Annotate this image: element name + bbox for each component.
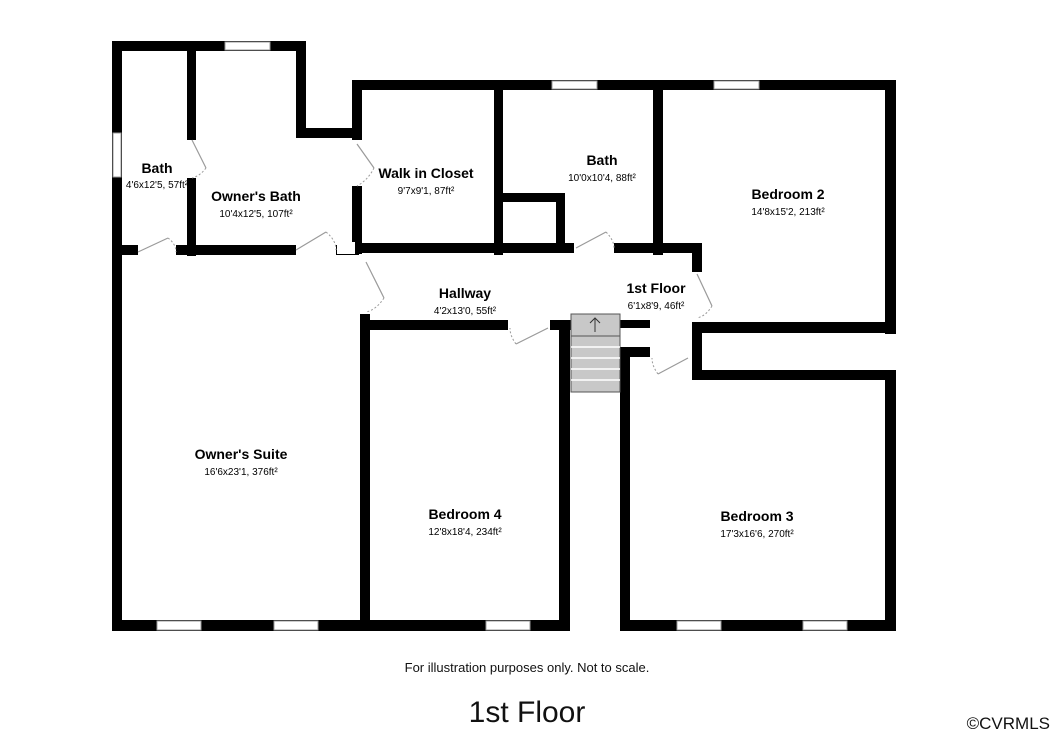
arrow-up-icon xyxy=(589,317,601,332)
door xyxy=(696,273,713,307)
door-swing xyxy=(605,231,615,249)
room-hallway-name: Hallway xyxy=(439,285,491,301)
door-gap xyxy=(650,346,692,358)
wall xyxy=(556,193,565,251)
wall xyxy=(112,41,122,631)
wall xyxy=(296,41,306,136)
door-swing xyxy=(365,297,385,313)
door xyxy=(137,237,169,253)
walls xyxy=(112,41,896,631)
room-1st-floor-name: 1st Floor xyxy=(626,280,686,296)
stairs xyxy=(570,313,621,393)
door-swing xyxy=(509,327,517,345)
door xyxy=(575,231,607,249)
wall xyxy=(352,243,702,253)
wall xyxy=(620,620,896,631)
wall xyxy=(692,322,896,333)
room-walk-in-closet-name: Walk in Closet xyxy=(378,165,474,181)
stairs-run xyxy=(570,335,621,393)
door-swing xyxy=(696,305,713,319)
wall xyxy=(620,347,650,357)
door-gap xyxy=(691,272,703,322)
room-owners-bath-dims: 10'4x12'5, 107ft² xyxy=(219,209,293,220)
room-owners-bath-name: Owner's Bath xyxy=(211,188,301,204)
floor-title: 1st Floor xyxy=(468,696,586,729)
door xyxy=(657,357,689,375)
window xyxy=(551,80,598,90)
wall xyxy=(296,128,360,138)
door xyxy=(356,143,375,169)
door-gap xyxy=(351,140,363,186)
doors xyxy=(137,139,713,375)
window xyxy=(802,620,848,631)
door-gap xyxy=(359,254,372,314)
room-bedroom-2-name: Bedroom 2 xyxy=(751,186,824,202)
window xyxy=(713,80,760,90)
door xyxy=(515,327,549,345)
door-swing xyxy=(356,167,375,187)
room-owners-suite-dims: 16'6x23'1, 376ft² xyxy=(204,467,278,478)
door-gap xyxy=(574,242,614,254)
door-gap xyxy=(337,242,355,254)
room-bath-middle-name: Bath xyxy=(586,152,617,168)
wall xyxy=(112,245,362,255)
wall xyxy=(620,320,650,328)
window xyxy=(156,620,202,631)
room-bedroom-4-name: Bedroom 4 xyxy=(428,506,501,522)
door-gap xyxy=(186,140,197,178)
room-owners-suite-name: Owner's Suite xyxy=(195,446,288,462)
wall xyxy=(653,80,663,255)
room-bedroom-3-dims: 17'3x16'6, 270ft² xyxy=(720,529,794,540)
wall xyxy=(885,370,896,631)
window xyxy=(112,132,122,178)
windows xyxy=(112,41,848,631)
wall xyxy=(692,243,702,273)
door-gap xyxy=(296,244,336,256)
window xyxy=(676,620,722,631)
door xyxy=(191,139,207,169)
door-swing xyxy=(167,237,177,253)
room-1st-floor-dims: 6'1x8'9, 46ft² xyxy=(628,301,685,312)
wall xyxy=(885,80,896,334)
wall xyxy=(692,322,702,378)
room-bedroom-3-name: Bedroom 3 xyxy=(720,508,793,524)
room-walk-in-closet-dims: 9'7x9'1, 87ft² xyxy=(398,186,455,197)
room-bath-middle-dims: 10'0x10'4, 88ft² xyxy=(568,173,636,184)
wall xyxy=(360,320,572,330)
floor-plan: Bath 4'6x12'5, 57ft² Owner's Bath 10'4x1… xyxy=(112,41,896,631)
room-labels: Bath 4'6x12'5, 57ft² Owner's Bath 10'4x1… xyxy=(126,152,825,540)
wall xyxy=(112,41,306,51)
wall xyxy=(692,370,896,380)
door-swing xyxy=(191,167,207,179)
room-bedroom-4-dims: 12'8x18'4, 234ft² xyxy=(428,527,502,538)
door xyxy=(295,231,327,251)
door-gap xyxy=(508,319,550,331)
room-bedroom-2-dims: 14'8x15'2, 213ft² xyxy=(751,207,825,218)
wall xyxy=(620,347,630,631)
wall xyxy=(352,80,896,90)
room-bath-left-dims: 4'6x12'5, 57ft² xyxy=(126,180,189,191)
wall xyxy=(494,80,503,255)
door xyxy=(365,261,385,299)
room-hallway-dims: 4'2x13'0, 55ft² xyxy=(434,306,497,317)
door-swing xyxy=(651,357,659,375)
disclaimer-note: For illustration purposes only. Not to s… xyxy=(404,660,650,675)
wall xyxy=(360,620,570,631)
wall xyxy=(498,193,565,202)
door-swing xyxy=(325,231,337,251)
room-bath-left-name: Bath xyxy=(141,160,172,176)
wall xyxy=(559,320,570,631)
copyright-label: ©CVRMLS xyxy=(966,714,1050,733)
wall xyxy=(112,620,370,631)
window xyxy=(224,41,271,51)
window xyxy=(485,620,531,631)
wall xyxy=(360,313,370,631)
window xyxy=(273,620,319,631)
